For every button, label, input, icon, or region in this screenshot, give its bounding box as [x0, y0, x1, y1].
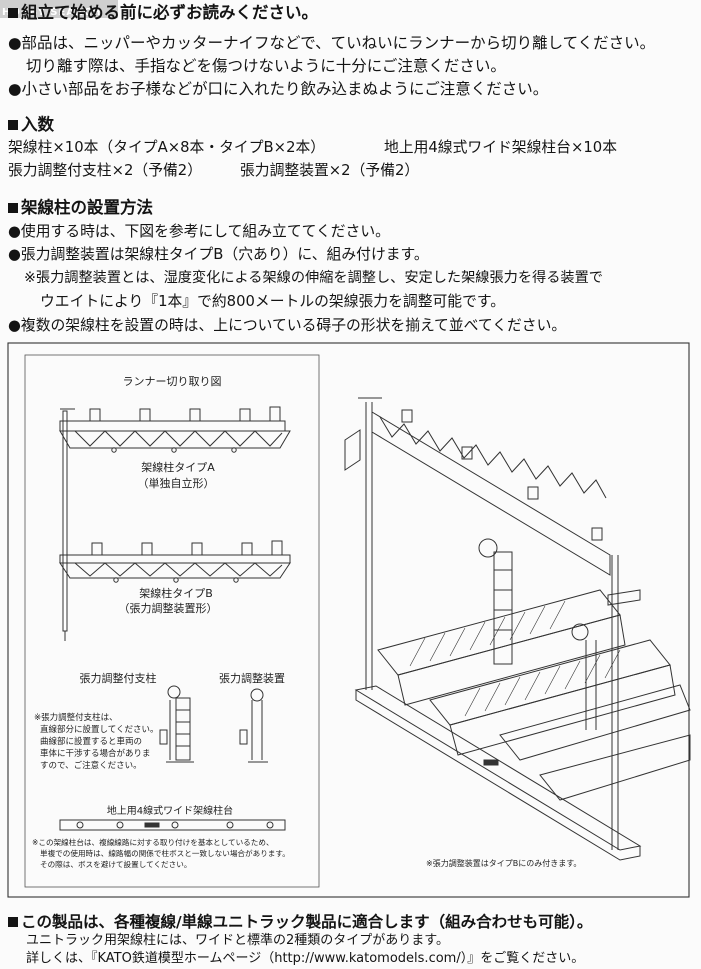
- runner-panel: [24, 354, 320, 888]
- tension-pole-drawing: [159, 685, 194, 763]
- precaution-line-2: 切り離す際は、手指などを傷つけないように十分にご注意ください。: [26, 57, 506, 75]
- base-label: 地上用4線式ワイド架線柱台: [107, 804, 233, 817]
- note-line-2: 直線部分に設置してください。: [40, 724, 159, 735]
- contents-line-1b: 地上用4線式ワイド架線柱台×10本: [384, 139, 618, 156]
- base-note-2: 単複での使用時は、線路幅の関係で柱ボスと一致しない場合があります。: [40, 848, 290, 858]
- note-line-4: 車体に干渉する場合がありま: [40, 748, 151, 759]
- contents-heading: 入数: [8, 114, 54, 136]
- precaution-heading: 組立て始める前に必ずお読みください。: [8, 2, 318, 24]
- contents-line-2b: 張力調整装置×2（予備2）: [240, 162, 420, 179]
- contents-line-1a: 架線柱×10本（タイプA×8本・タイプB×2本）: [8, 139, 326, 156]
- tension-pole-label: 張力調整付支柱: [80, 671, 157, 685]
- type-b-sub: （張力調整装置形）: [119, 601, 218, 615]
- right-note: ※張力調整装置はタイプBにのみ付きます。: [426, 858, 581, 868]
- bullet-square-icon: [8, 203, 18, 213]
- install-heading: 架線柱の設置方法: [8, 197, 153, 219]
- base-runner-drawing: [59, 819, 286, 831]
- install-line-2: ●張力調整装置は架線柱タイプB（穴あり）に、組み付けます。: [8, 246, 429, 263]
- type-b-label: 架線柱タイプB: [139, 586, 213, 600]
- footer-line-1: ユニトラック用架線柱には、ワイドと標準の2種類のタイプがあります。: [26, 933, 449, 948]
- pole-type-b-drawing: [59, 540, 291, 583]
- type-a-sub: （単独自立形）: [138, 476, 215, 490]
- footer-heading: この製品は、各種複線/単線ユニトラック製品に適合します（組み合わせも可能）。: [8, 910, 592, 932]
- precaution-line-1: ●部品は、ニッパーやカッターナイフなどで、ていねいにランナーから切り離してくださ…: [8, 34, 656, 52]
- note-line-1: ※張力調整付支柱は、: [34, 712, 118, 723]
- note-line-5: すので、ご注意ください。: [40, 760, 142, 771]
- figure-frame: [7, 342, 690, 898]
- watermark: HOBBY SEARCH: [0, 0, 118, 18]
- runner-title: ランナー切り取り図: [123, 375, 222, 388]
- bullet-square-icon: [8, 917, 18, 927]
- precaution-line-3: ●小さい部品をお子様などが口に入れたり飲み込まぬようにご注意ください。: [8, 80, 549, 98]
- note-line-3: 曲線部に設置すると車両の: [40, 736, 142, 747]
- base-note-3: その際は、ボスを避けて設置してください。: [40, 859, 191, 869]
- type-a-label: 架線柱タイプA: [141, 460, 215, 474]
- install-line-3: ※張力調整装置とは、湿度変化による架線の伸縮を調整し、安定した架線張力を得る装置…: [24, 270, 603, 286]
- tension-device-drawing: [239, 688, 268, 763]
- tension-device-label: 張力調整装置: [219, 671, 285, 685]
- bullet-square-icon: [8, 8, 18, 18]
- install-line-5: ●複数の架線柱を設置の時は、上についている碍子の形状を揃えて並べてください。: [8, 317, 567, 334]
- install-line-1: ●使用する時は、下図を参考にして組み立ててください。: [8, 223, 390, 240]
- pole-type-a-drawing: [59, 406, 291, 641]
- footer-line-2: 詳しくは、『KATO鉄道模型ホームページ（http://www.katomode…: [26, 951, 585, 966]
- bullet-square-icon: [8, 120, 18, 130]
- base-note-1: ※この架線柱台は、複線線路に対する取り付けを基本としているため、: [32, 837, 274, 847]
- contents-line-2a: 張力調整付支柱×2（予備2）: [8, 162, 202, 179]
- isometric-scene-drawing: [344, 397, 691, 861]
- install-line-4: ウエイトにより『1本』で約800メートルの架線張力を調整可能です。: [40, 293, 505, 310]
